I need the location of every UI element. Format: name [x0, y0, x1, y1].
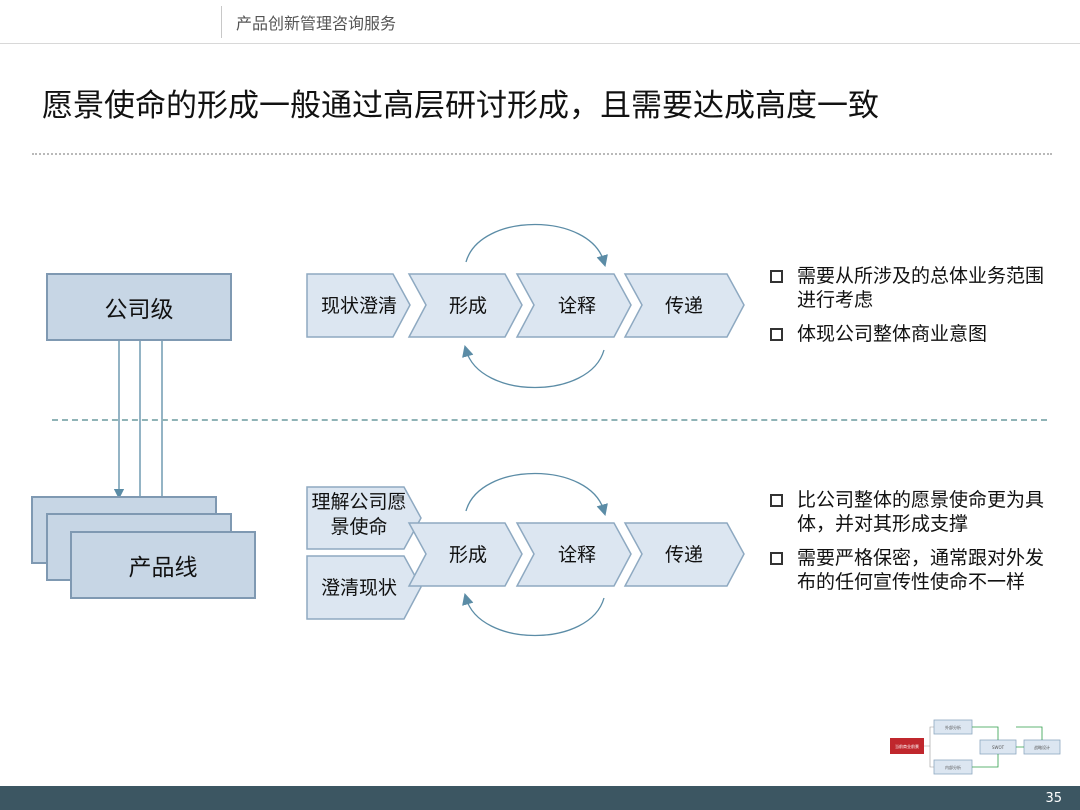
process-step-label: 传递 — [665, 544, 703, 566]
cycle-arrow-bottom — [462, 344, 605, 388]
product-line-label: 产品线 — [128, 555, 198, 581]
title-dotted-rule — [32, 153, 1052, 155]
input-box-understand — [306, 486, 422, 550]
bottom-bullet-list: 比公司整体的愿景使命更为具体，并对其形成支撑 需要严格保密，通常跟对外发布的任何… — [768, 488, 1058, 604]
process-step-chevron — [407, 522, 523, 587]
cycle-arrow-top — [465, 473, 608, 517]
process-step-chevron — [407, 273, 523, 338]
company-level-box: 公司级 — [46, 273, 232, 341]
process-step-label: 诠释 — [558, 295, 596, 317]
process-step-label: 诠释 — [558, 544, 596, 566]
bullet-text: 比公司整体的愿景使命更为具体，并对其形成支撑 — [797, 489, 1045, 535]
square-bullet-icon — [770, 328, 783, 341]
section-divider — [52, 419, 1047, 421]
cycle-arrow-bottom — [462, 592, 605, 636]
process-step-label: 形成 — [449, 544, 487, 566]
process-step-chevron — [306, 273, 411, 338]
bullet-text: 需要从所涉及的总体业务范围进行考虑 — [797, 265, 1045, 311]
input-label-understand: 理解公司愿景使命 — [311, 491, 407, 538]
product-line-box: 产品线 — [70, 531, 256, 599]
cycle-arrow-top — [465, 224, 608, 268]
header-title: 产品创新管理咨询服务 — [236, 14, 397, 33]
square-bullet-icon — [770, 270, 783, 283]
top-bullet-list: 需要从所涉及的总体业务范围进行考虑 体现公司整体商业意图 — [768, 264, 1058, 356]
header-rule — [0, 43, 1080, 44]
bullet-item: 体现公司整体商业意图 — [768, 322, 1058, 346]
bullet-text: 体现公司整体商业意图 — [797, 323, 988, 345]
input-label-clarify: 澄清现状 — [321, 577, 397, 599]
thumbnail-label: 战略设计 — [1034, 744, 1050, 750]
slide-title: 愿景使命的形成一般通过高层研讨形成，且需要达成高度一致 — [42, 88, 879, 124]
footer-bar — [0, 786, 1080, 810]
bullet-text: 需要严格保密，通常跟对外发布的任何宣传性使命不一样 — [797, 547, 1045, 593]
square-bullet-icon — [770, 552, 783, 565]
thumbnail-highlight-box — [890, 738, 924, 754]
bullet-item: 需要从所涉及的总体业务范围进行考虑 — [768, 264, 1058, 312]
navigation-thumbnail[interactable]: 当前商业前景 外部分析 内部分析 SWOT 战略设计 — [888, 716, 1068, 780]
process-step-chevron — [515, 522, 632, 587]
process-step-chevron — [623, 273, 745, 338]
thumbnail-connector — [972, 726, 1043, 768]
process-step-label: 传递 — [665, 295, 703, 317]
page-number: 35 — [1045, 791, 1062, 806]
square-bullet-icon — [770, 494, 783, 507]
process-step-chevron — [515, 273, 632, 338]
bullet-item: 需要严格保密，通常跟对外发布的任何宣传性使命不一样 — [768, 546, 1058, 594]
process-step-chevron — [623, 522, 745, 587]
company-level-label: 公司级 — [104, 297, 174, 323]
thumbnail-label: 当前商业前景 — [895, 743, 919, 749]
header-divider — [221, 6, 222, 38]
process-step-label: 现状澄清 — [321, 295, 397, 317]
thumbnail-label: SWOT — [992, 745, 1005, 750]
thumbnail-label: 内部分析 — [945, 764, 961, 770]
thumbnail-label: 外部分析 — [945, 724, 961, 730]
thumbnail-connector — [924, 726, 934, 768]
input-box-clarify — [306, 555, 422, 620]
bullet-item: 比公司整体的愿景使命更为具体，并对其形成支撑 — [768, 488, 1058, 536]
process-step-label: 形成 — [449, 295, 487, 317]
